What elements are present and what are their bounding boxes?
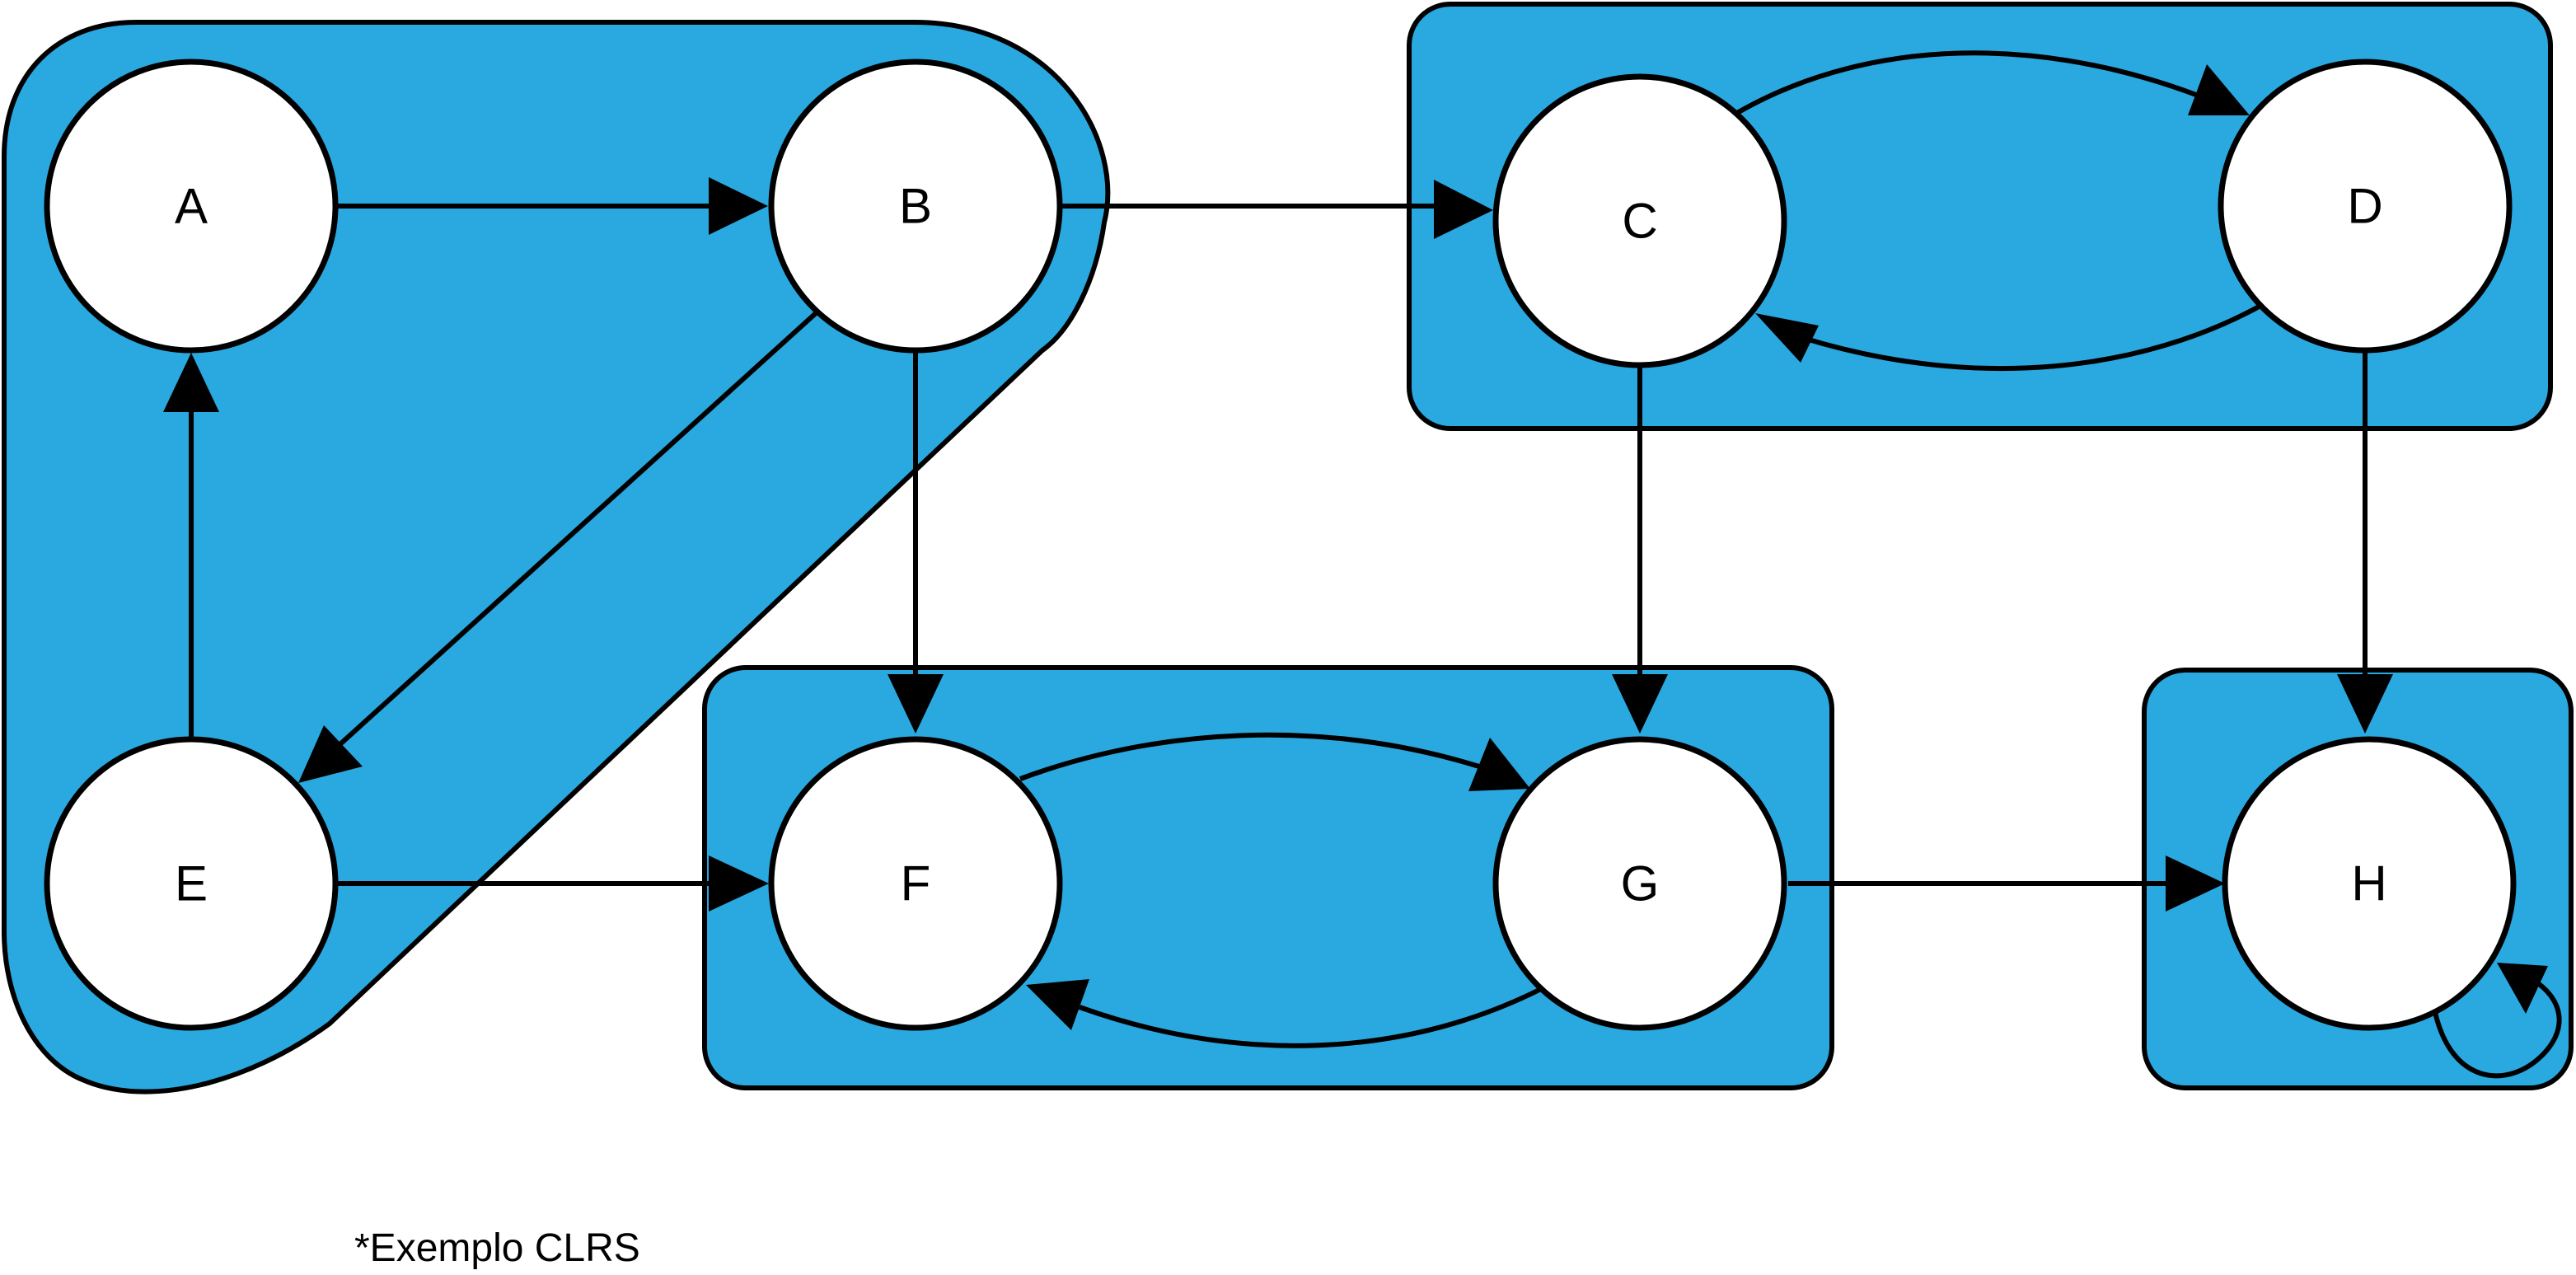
edge-c-d bbox=[1735, 50, 2198, 115]
node-g-label: G bbox=[1621, 856, 1660, 912]
arrowhead-e-a bbox=[163, 353, 219, 412]
arrowhead-a-b bbox=[709, 177, 768, 235]
arrowhead-g-h bbox=[2166, 855, 2225, 912]
edge-d-c bbox=[1802, 302, 2264, 372]
arrowhead-b-e bbox=[298, 725, 363, 783]
node-f-circle bbox=[768, 736, 1063, 1031]
arrowhead-d-c bbox=[1755, 313, 1819, 363]
edge-h-h bbox=[2433, 977, 2562, 1079]
node-f: F bbox=[768, 736, 1063, 1031]
arrowhead-h-h bbox=[2497, 963, 2548, 1014]
node-g-circle bbox=[1492, 736, 1787, 1031]
edge-b-e bbox=[331, 311, 818, 752]
arrowhead-f-g bbox=[1468, 738, 1530, 791]
node-c-circle bbox=[1492, 73, 1787, 368]
footnote: *Exemplo CLRS bbox=[354, 1226, 640, 1270]
node-h-circle bbox=[2222, 736, 2517, 1031]
arrowhead-d-h bbox=[2337, 674, 2393, 734]
edge-g-f bbox=[1078, 987, 1543, 1048]
node-g: G bbox=[1492, 736, 1787, 1031]
node-d-label: D bbox=[2347, 179, 2382, 234]
node-a-circle bbox=[44, 59, 339, 354]
node-h-label: H bbox=[2351, 856, 2386, 912]
node-d-circle bbox=[2218, 59, 2513, 354]
arrowhead-g-f bbox=[1026, 979, 1089, 1030]
arrowhead-b-f bbox=[888, 674, 944, 734]
edges bbox=[163, 50, 2562, 1079]
node-a-label: A bbox=[175, 179, 208, 234]
node-c-label: C bbox=[1622, 194, 1657, 249]
node-b-circle bbox=[768, 59, 1063, 354]
node-e: E bbox=[44, 736, 339, 1031]
node-h: H bbox=[2222, 736, 2517, 1031]
arrowhead-c-d bbox=[2188, 64, 2250, 115]
node-b: B bbox=[768, 59, 1063, 354]
arrowhead-c-g bbox=[1612, 674, 1668, 734]
node-e-label: E bbox=[175, 856, 208, 912]
node-d: D bbox=[2218, 59, 2513, 354]
edge-f-g bbox=[1019, 732, 1480, 781]
node-c: C bbox=[1492, 73, 1787, 368]
node-f-label: F bbox=[901, 856, 931, 912]
node-a: A bbox=[44, 59, 339, 354]
arrowhead-e-f bbox=[709, 855, 769, 912]
node-e-circle bbox=[44, 736, 339, 1031]
node-b-label: B bbox=[899, 179, 932, 234]
arrowhead-b-c bbox=[1434, 180, 1493, 239]
